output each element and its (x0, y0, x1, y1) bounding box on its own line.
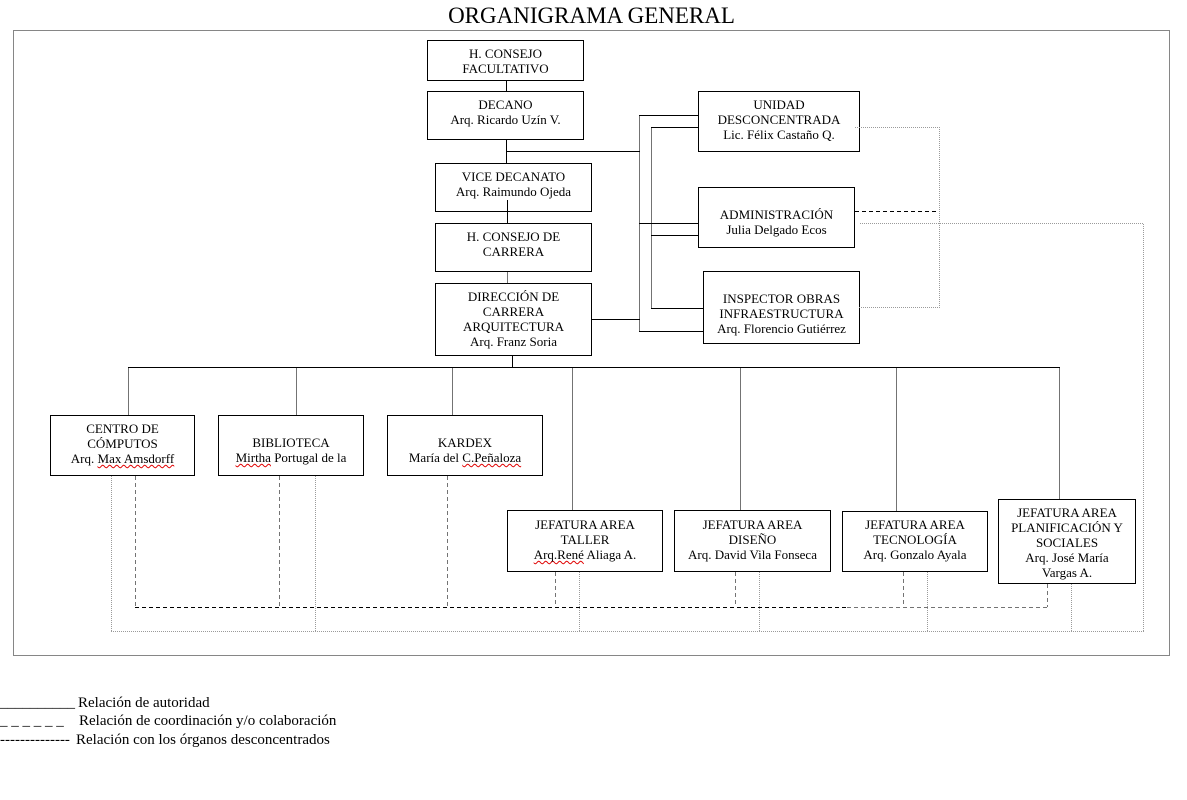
unit-head-name: Arq. David Vila Fonseca (688, 547, 817, 562)
unit-title-line: DESCONCENTRADA (717, 112, 841, 127)
org-unit-consejo-carrera[interactable]: H. CONSEJO DE CARRERA (435, 223, 592, 272)
org-unit-jefatura-tecnologia[interactable]: JEFATURA AREA TECNOLOGÍA Arq. Gonzalo Ay… (842, 511, 988, 572)
spellcheck-flagged-word: Arq.René (533, 547, 584, 562)
org-unit-biblioteca[interactable]: BIBLIOTECA Mirtha Portugal de la (218, 415, 364, 476)
unit-title-line: PLANIFICACIÓN Y (1011, 520, 1123, 535)
unit-head-name: María del C.Peñaloza (408, 450, 522, 465)
unit-title-line: DIRECCIÓN DE (467, 289, 560, 304)
legend-item-authority: __________ Relación de autoridad (0, 695, 600, 712)
unit-title-line: UNIDAD (753, 97, 805, 112)
org-unit-direccion-carrera[interactable]: DIRECCIÓN DE CARRERA ARQUITECTURA Arq. F… (435, 283, 592, 356)
unit-head-name: Arq. José María (1025, 550, 1109, 565)
spellcheck-flagged-word: Max Amsdorff (97, 451, 175, 466)
unit-head-name: Arq. Ricardo Uzín V. (450, 112, 561, 127)
unit-head-name: Arq. Raimundo Ojeda (455, 184, 572, 199)
org-unit-inspector-obras[interactable]: INSPECTOR OBRAS INFRAESTRUCTURA Arq. Flo… (703, 271, 860, 344)
org-unit-jefatura-taller[interactable]: JEFATURA AREA TALLER Arq.René Aliaga A. (507, 510, 663, 572)
unit-title-line: BIBLIOTECA (252, 435, 330, 450)
unit-head-name: Vargas A. (1041, 565, 1093, 580)
unit-title-line: ARQUITECTURA (462, 319, 565, 334)
unit-title-line: DISEÑO (728, 532, 777, 547)
diagram-frame (13, 30, 1170, 656)
unit-title-line: TECNOLOGÍA (873, 532, 957, 547)
legend-symbol-solid-line: __________ (0, 695, 75, 711)
unit-title-line: JEFATURA AREA (1017, 505, 1117, 520)
org-unit-kardex[interactable]: KARDEX María del C.Peñaloza (387, 415, 543, 476)
org-unit-decano[interactable]: DECANO Arq. Ricardo Uzín V. (427, 91, 584, 140)
unit-title-line: CARRERA (482, 304, 545, 319)
legend-label: Relación de coordinación y/o colaboració… (79, 713, 337, 729)
legend-item-deconcentrated: -------------- Relación con los órganos … (0, 732, 600, 749)
unit-head-name: Arq. Franz Soria (469, 334, 557, 349)
unit-title-line: KARDEX (437, 435, 493, 450)
spellcheck-flagged-word: Mirtha (235, 450, 271, 465)
unit-title-line: ADMINISTRACIÓN (719, 207, 834, 222)
unit-title-line: CENTRO DE (86, 421, 159, 436)
org-unit-centro-computos[interactable]: CENTRO DE CÓMPUTOS Arq. Max Amsdorff (50, 415, 195, 476)
unit-head-name: Julia Delgado Ecos (726, 222, 827, 237)
unit-title-line: JEFATURA AREA (865, 517, 965, 532)
unit-head-name: Lic. Félix Castaño Q. (723, 127, 835, 142)
unit-title-line: CÓMPUTOS (87, 436, 158, 451)
org-unit-vice-decanato[interactable]: VICE DECANATO Arq. Raimundo Ojeda (435, 163, 592, 212)
unit-head-name: Arq. Gonzalo Ayala (863, 547, 967, 562)
unit-title-line: VICE DECANATO (461, 169, 566, 184)
unit-title-line: DECANO (478, 97, 533, 112)
unit-title-line: H. CONSEJO (469, 46, 542, 61)
org-unit-jefatura-diseno[interactable]: JEFATURA AREA DISEÑO Arq. David Vila Fon… (674, 510, 831, 572)
unit-title-line: TALLER (560, 532, 610, 547)
unit-title-line: JEFATURA AREA (535, 517, 635, 532)
org-unit-administracion[interactable]: ADMINISTRACIÓN Julia Delgado Ecos (698, 187, 855, 248)
unit-head-name: Arq. Max Amsdorff (70, 451, 175, 466)
unit-title-line: JEFATURA AREA (702, 517, 803, 532)
spellcheck-flagged-word: C.Peñaloza (462, 450, 522, 465)
legend-item-coordination: _ _ _ _ _ _ Relación de coordinación y/o… (0, 713, 600, 730)
unit-title-line: H. CONSEJO DE (466, 229, 561, 244)
legend-label: Relación de autoridad (78, 695, 210, 711)
legend-symbol-dashed-line: _ _ _ _ _ _ (0, 713, 64, 729)
unit-title-line: INFRAESTRUCTURA (719, 306, 844, 321)
legend-label: Relación con los órganos desconcentrados (76, 732, 330, 748)
legend-symbol-dotted-line: -------------- (0, 732, 70, 748)
unit-head-name: Arq. Florencio Gutiérrez (717, 321, 846, 336)
unit-head-name: Arq.René Aliaga A. (533, 547, 637, 562)
unit-head-name: Mirtha Portugal de la (235, 450, 347, 465)
page-title: ORGANIGRAMA GENERAL (448, 3, 735, 28)
unit-title-line: CARRERA (482, 244, 545, 259)
unit-title-line: SOCIALES (1035, 535, 1099, 550)
org-unit-jefatura-planificacion[interactable]: JEFATURA AREA PLANIFICACIÓN Y SOCIALES A… (998, 499, 1136, 584)
org-unit-consejo-facultativo[interactable]: H. CONSEJO FACULTATIVO (427, 40, 584, 81)
org-unit-unidad-desconcentrada[interactable]: UNIDAD DESCONCENTRADA Lic. Félix Castaño… (698, 91, 860, 152)
unit-title-line: FACULTATIVO (462, 61, 549, 76)
unit-title-line: INSPECTOR OBRAS (722, 291, 841, 306)
